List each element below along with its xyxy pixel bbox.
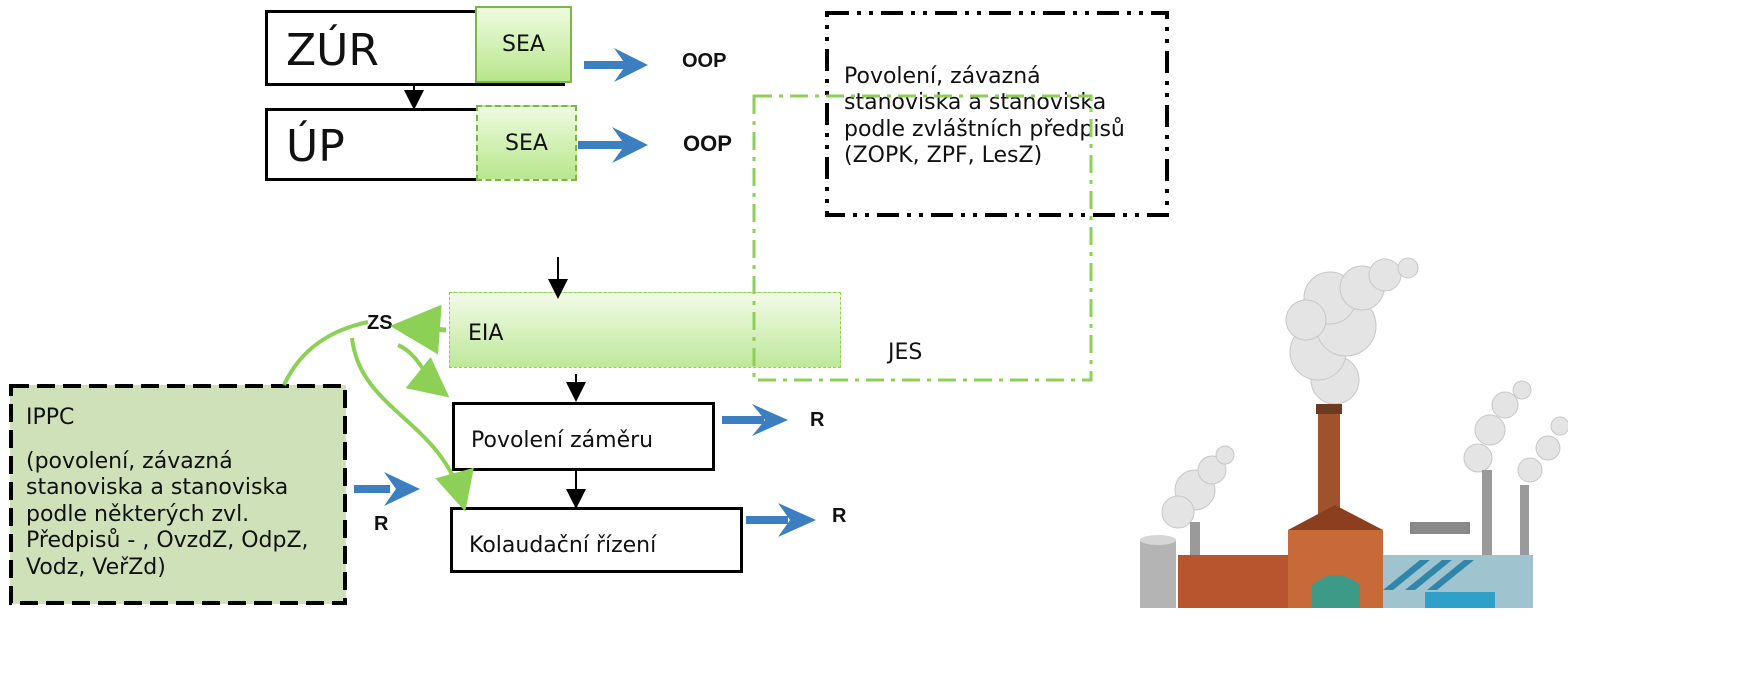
zamer-box: Povolení záměru (452, 402, 715, 471)
oop-label-zur: OOP (682, 50, 727, 72)
zamer-label: Povolení záměru (471, 428, 654, 453)
eia-box: EIA (449, 292, 841, 368)
green-arrow-zs-to-kolaudace (350, 337, 474, 512)
sea-label-zur: SEA (502, 32, 545, 57)
ippc-text: (povolení, závazná stanoviska a stanovis… (26, 449, 309, 580)
up-label: ÚP (286, 121, 345, 172)
eia-label: EIA (468, 321, 504, 346)
up-box: ÚP (265, 108, 495, 181)
factory-illustration (1140, 257, 1568, 608)
jes-label: JES (888, 340, 923, 365)
permits-box: Povolení, závazná stanoviska a stanovisk… (826, 12, 1168, 216)
permits-text: Povolení, závazná stanoviska a stanovisk… (844, 64, 1125, 169)
kolaudace-box: Kolaudační řízení (450, 507, 743, 573)
zur-label: ZÚR (286, 25, 379, 76)
green-arrow-zs-to-zamer (397, 343, 450, 398)
blue-arrow-zur-oop (584, 48, 648, 82)
blue-arrow-ippc (354, 472, 420, 506)
blue-arrow-zamer-r (722, 404, 788, 436)
green-arrow-eia-to-zs (390, 304, 447, 355)
sea-box-zur: SEA (475, 6, 572, 83)
kolaudace-label: Kolaudační řízení (469, 533, 657, 558)
blue-arrow-up-oop (578, 127, 648, 163)
r-label-ippc: R (374, 513, 389, 535)
r-label-zamer: R (810, 409, 825, 431)
ippc-box: IPPC (povolení, závazná stanoviska a sta… (10, 385, 346, 604)
oop-label-up: OOP (683, 131, 732, 156)
ippc-title: IPPC (26, 405, 75, 430)
sea-box-up: SEA (476, 105, 577, 181)
r-label-kolaudace: R (832, 505, 847, 527)
zs-label: ZS (367, 312, 393, 334)
green-curve-ippc-zs (282, 320, 369, 386)
sea-label-up: SEA (505, 130, 548, 156)
blue-arrow-kolaudace-r (746, 503, 816, 537)
